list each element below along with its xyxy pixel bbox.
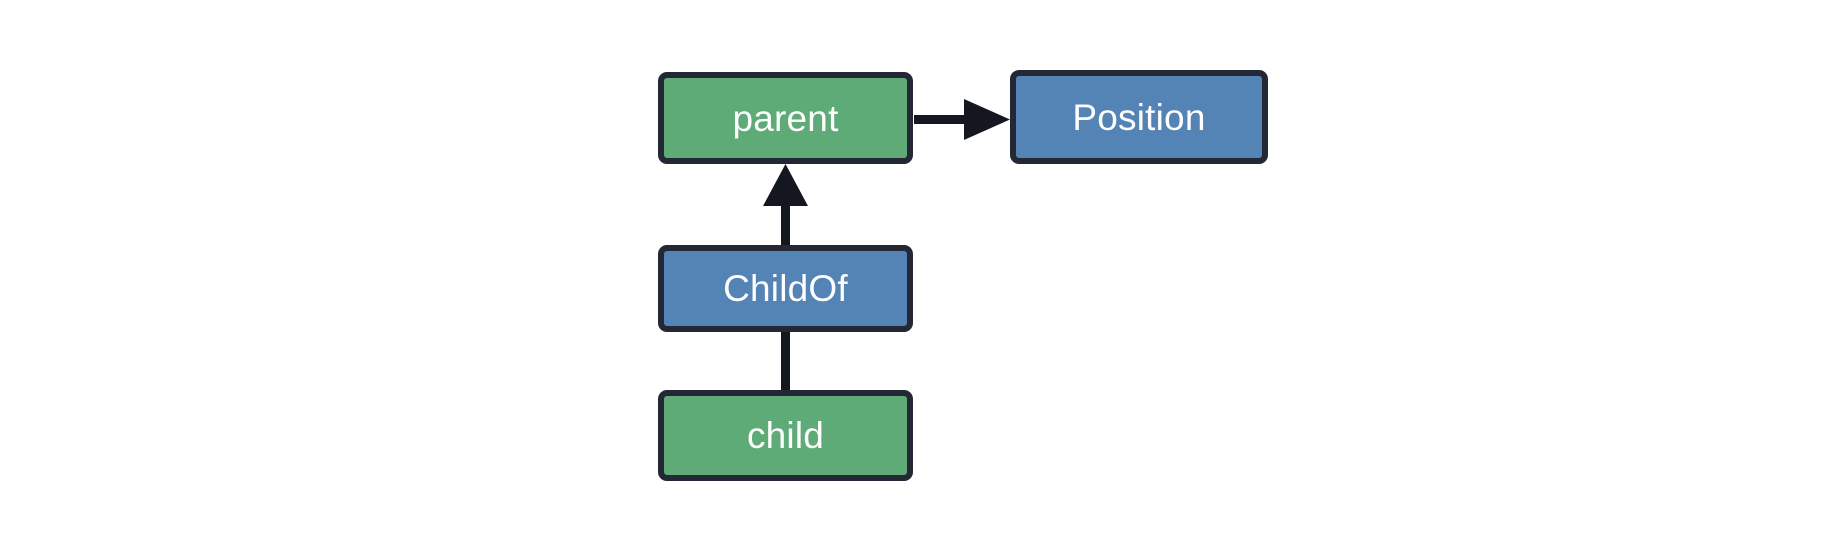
node-position-label: Position (1072, 96, 1206, 138)
node-position[interactable]: Position (1010, 70, 1268, 164)
edge-parent-to-position (914, 99, 1010, 140)
edge-child-to-childof (781, 331, 790, 391)
node-child-label: child (746, 415, 825, 456)
edge-childof-to-parent (763, 164, 808, 246)
node-parent-label: parent (732, 97, 839, 139)
node-child[interactable]: child (658, 390, 913, 481)
node-childof[interactable]: ChildOf (658, 245, 913, 332)
node-childof-label: ChildOf (723, 268, 848, 309)
node-parent[interactable]: parent (658, 72, 913, 164)
